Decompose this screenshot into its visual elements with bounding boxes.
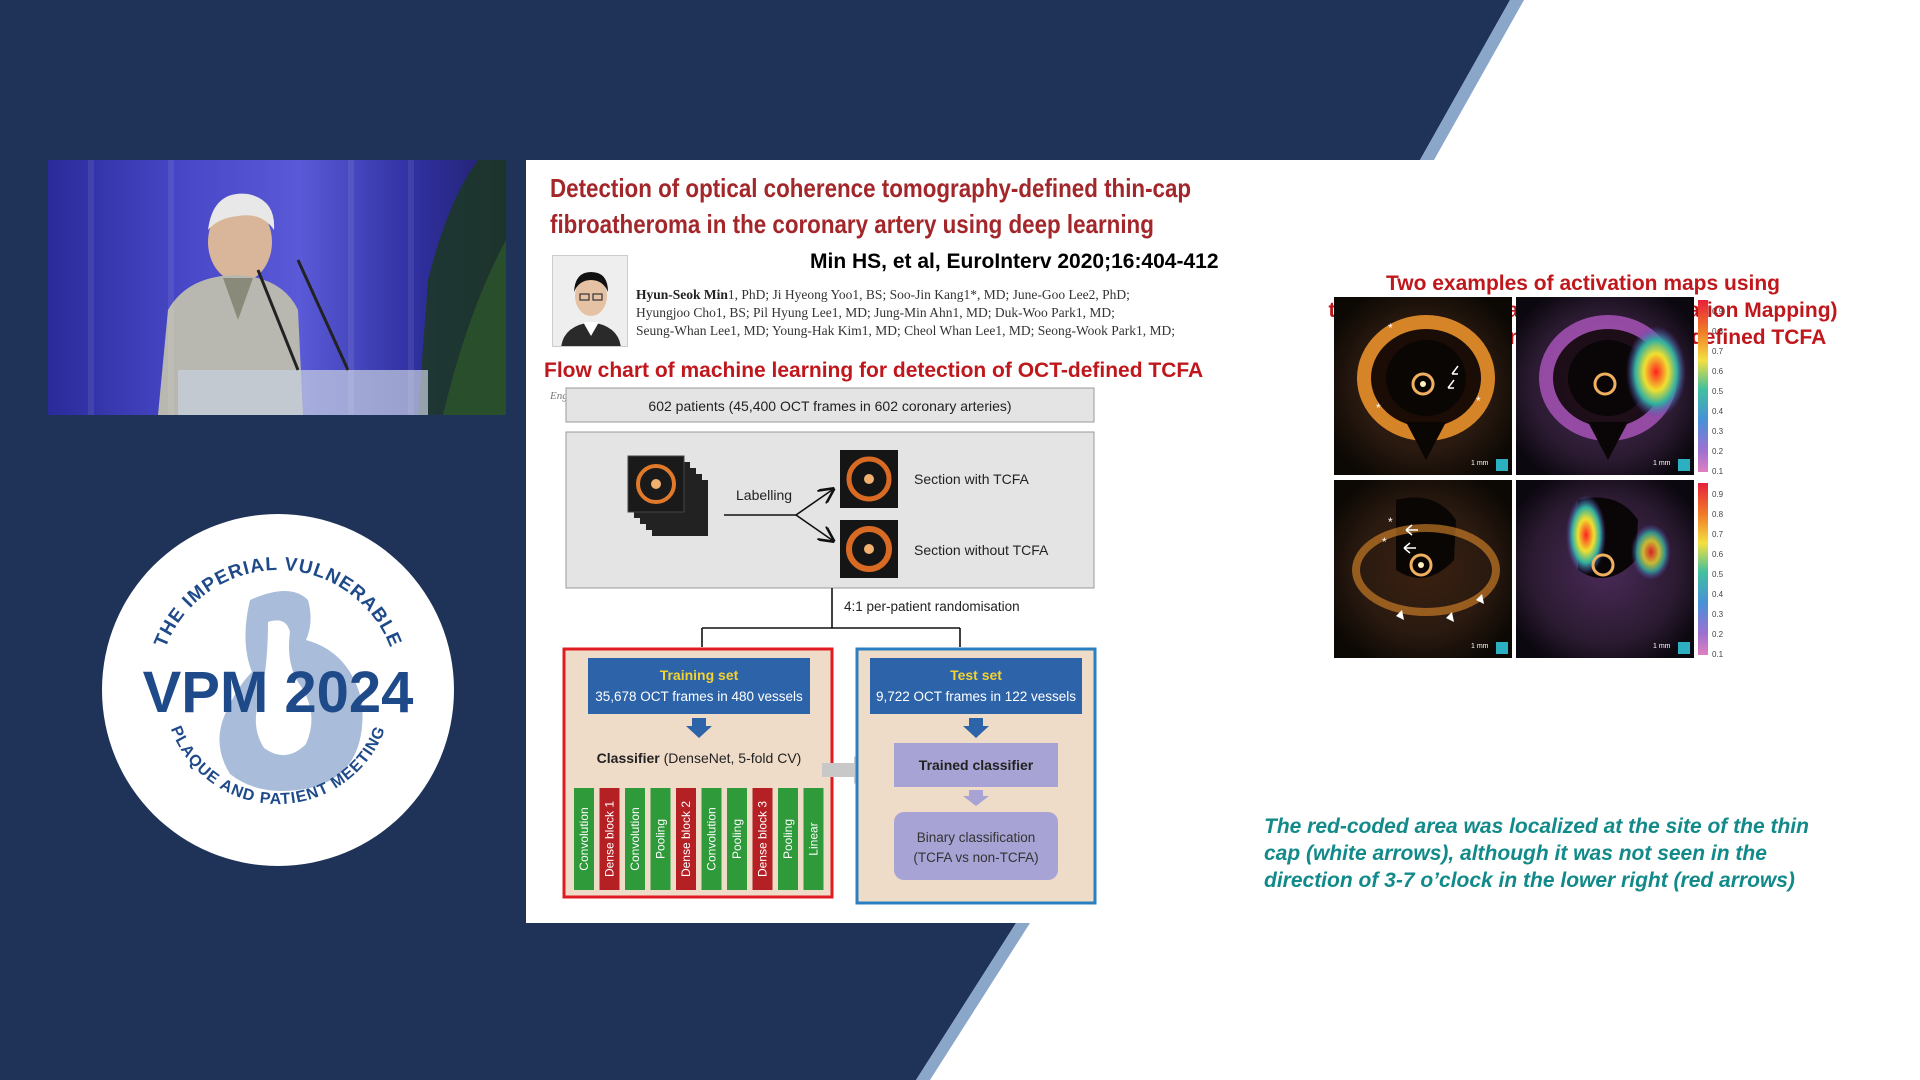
layer-label-10: Linear bbox=[807, 822, 821, 855]
colorbar-tick: 0.3 bbox=[1712, 610, 1724, 619]
trained-classifier: Trained classifier bbox=[919, 757, 1034, 773]
layer-label-2: Dense block 1 bbox=[603, 801, 617, 877]
layer-label-7: Pooling bbox=[730, 819, 744, 859]
test-title-box bbox=[870, 658, 1082, 714]
layer-bar-4 bbox=[650, 788, 671, 890]
without-tcfa-label: Section without TCFA bbox=[914, 542, 1049, 558]
layer-label-1: Convolution bbox=[577, 807, 591, 870]
layer-bar-1 bbox=[574, 788, 594, 890]
layer-bar-3 bbox=[625, 788, 645, 890]
first-author: Hyun-Seok Min bbox=[636, 287, 728, 302]
navy-panel-top bbox=[0, 0, 1510, 160]
colorbar-tick: 0.9 bbox=[1712, 307, 1724, 316]
layer-bar-5 bbox=[676, 788, 696, 890]
randomisation-label: 4:1 per-patient randomisation bbox=[844, 599, 1020, 614]
oct-image-1-gradcam: 1 mm bbox=[1516, 297, 1694, 475]
layer-label-9: Pooling bbox=[781, 819, 795, 859]
colorbar-1 bbox=[1698, 300, 1708, 472]
colorbar-tick: 0.7 bbox=[1712, 347, 1724, 356]
svg-text:*: * bbox=[1382, 535, 1387, 549]
colorbar-tick: 0.5 bbox=[1712, 570, 1724, 579]
layer-label-6: Convolution bbox=[705, 807, 719, 870]
layer-label-3: Convolution bbox=[628, 807, 642, 870]
layer-bar-8 bbox=[752, 788, 773, 890]
test-title: Test set bbox=[950, 667, 1002, 683]
paper-title-line-2: fibroatheroma in the coronary artery usi… bbox=[550, 209, 1154, 239]
svg-text:*: * bbox=[1388, 321, 1393, 335]
vpm-2024-logo: THE IMPERIAL VULNERABLE VPM 2024 PLAQUE … bbox=[102, 514, 454, 866]
binary-line-2: (TCFA vs non-TCFA) bbox=[913, 850, 1038, 865]
svg-text:*: * bbox=[1476, 394, 1481, 408]
oct-frame-stack bbox=[627, 455, 708, 536]
colorbar-tick: 0.4 bbox=[1712, 590, 1724, 599]
speaker-video[interactable] bbox=[48, 160, 506, 415]
colorbar-tick: 0.5 bbox=[1712, 387, 1724, 396]
densenet-layers: Convolution Dense block 1 Convolution Pooli… bbox=[574, 788, 824, 890]
activation-maps-caption: The red-coded area was localized at the … bbox=[1264, 815, 1809, 892]
with-tcfa-label: Section with TCFA bbox=[914, 471, 1030, 487]
layer-label-4: Pooling bbox=[654, 819, 668, 859]
citation: Min HS, et al, EuroInterv 2020;16:404-41… bbox=[810, 250, 1219, 273]
colorbar-tick: 0.7 bbox=[1712, 530, 1724, 539]
layer-label-5: Dense block 2 bbox=[679, 801, 693, 877]
author-photo bbox=[552, 255, 628, 347]
layer-bar-10 bbox=[803, 788, 824, 890]
oct-thumb-with-tcfa bbox=[840, 450, 898, 508]
steel-stripe-bottom bbox=[916, 923, 1030, 1080]
oct-image-2-original: * * 1 mm bbox=[1334, 480, 1512, 658]
flowchart: 602 patients (45,400 OCT frames in 602 c… bbox=[562, 387, 1097, 905]
steel-stripe-top bbox=[1420, 0, 1524, 160]
training-sub: 35,678 OCT frames in 480 vessels bbox=[595, 689, 803, 704]
colorbar-tick: 0.2 bbox=[1712, 447, 1724, 456]
colorbar-tick: 0.4 bbox=[1712, 407, 1724, 416]
paper-title-line-1: Detection of optical coherence tomograph… bbox=[550, 173, 1192, 203]
colorbar-tick: 0.9 bbox=[1712, 490, 1724, 499]
binary-classification-box bbox=[894, 812, 1058, 880]
classifier-label: Classifier (DenseNet, 5-fold CV) bbox=[597, 750, 802, 766]
colorbar-tick: 0.6 bbox=[1712, 550, 1724, 559]
speaker-silhouette bbox=[158, 160, 506, 415]
binary-line-1: Binary classification bbox=[917, 830, 1036, 845]
layer-bar-9 bbox=[778, 788, 798, 890]
scale-bar-2: 1 mm bbox=[1653, 460, 1671, 467]
oct-thumb-without-tcfa bbox=[840, 520, 898, 578]
colorbar-tick: 0.8 bbox=[1712, 327, 1724, 336]
paper-title: Detection of optical coherence tomograph… bbox=[550, 170, 1192, 242]
oct-image-2-gradcam: 1 mm bbox=[1516, 480, 1694, 658]
colorbar-tick: 0.6 bbox=[1712, 367, 1724, 376]
colorbar-tick: 0.1 bbox=[1712, 650, 1724, 659]
training-title-box bbox=[588, 658, 810, 714]
scale-bar-1: 1 mm bbox=[1471, 460, 1489, 467]
activation-map-figure: * * * 1 mm 1 mm * * bbox=[1334, 297, 1724, 659]
colorbar-tick: 0.1 bbox=[1712, 467, 1724, 476]
eng-tag: Eng bbox=[550, 390, 568, 402]
colorbar-ticks: 0.9 0.8 0.7 0.6 0.5 0.4 0.3 0.2 0.1 0.9 0.8 0.7 0.6 0… bbox=[1712, 307, 1724, 659]
layer-bar-2 bbox=[599, 788, 620, 890]
author-list: Hyun-Seok Min1, PhD; Ji Hyeong Yoo1, BS;… bbox=[636, 287, 1175, 338]
oct-image-1-original: * * * 1 mm bbox=[1334, 297, 1512, 475]
patients-label: 602 patients (45,400 OCT frames in 602 c… bbox=[648, 398, 1011, 414]
logo-main: VPM 2024 bbox=[143, 660, 414, 725]
colorbar-tick: 0.3 bbox=[1712, 427, 1724, 436]
test-sub: 9,722 OCT frames in 122 vessels bbox=[876, 689, 1076, 704]
scale-bar-3: 1 mm bbox=[1471, 643, 1489, 650]
colorbar-tick: 0.8 bbox=[1712, 510, 1724, 519]
navy-panel-bottom bbox=[0, 923, 1016, 1080]
layer-bar-6 bbox=[701, 788, 722, 890]
svg-text:*: * bbox=[1388, 515, 1393, 529]
colorbar-tick: 0.2 bbox=[1712, 630, 1724, 639]
layer-label-8: Dense block 3 bbox=[756, 801, 770, 877]
presentation-slide: Detection of optical coherence tomograph… bbox=[526, 160, 1920, 923]
trained-classifier-box bbox=[894, 743, 1058, 787]
scale-bar-4: 1 mm bbox=[1653, 643, 1671, 650]
patients-box bbox=[565, 387, 1095, 423]
labelling-label: Labelling bbox=[736, 487, 792, 503]
training-title: Training set bbox=[660, 667, 739, 683]
layer-bar-7 bbox=[727, 788, 747, 890]
svg-text:*: * bbox=[1376, 401, 1381, 415]
colorbar-2 bbox=[1698, 483, 1708, 655]
flowchart-title: Flow chart of machine learning for detec… bbox=[544, 359, 1204, 382]
